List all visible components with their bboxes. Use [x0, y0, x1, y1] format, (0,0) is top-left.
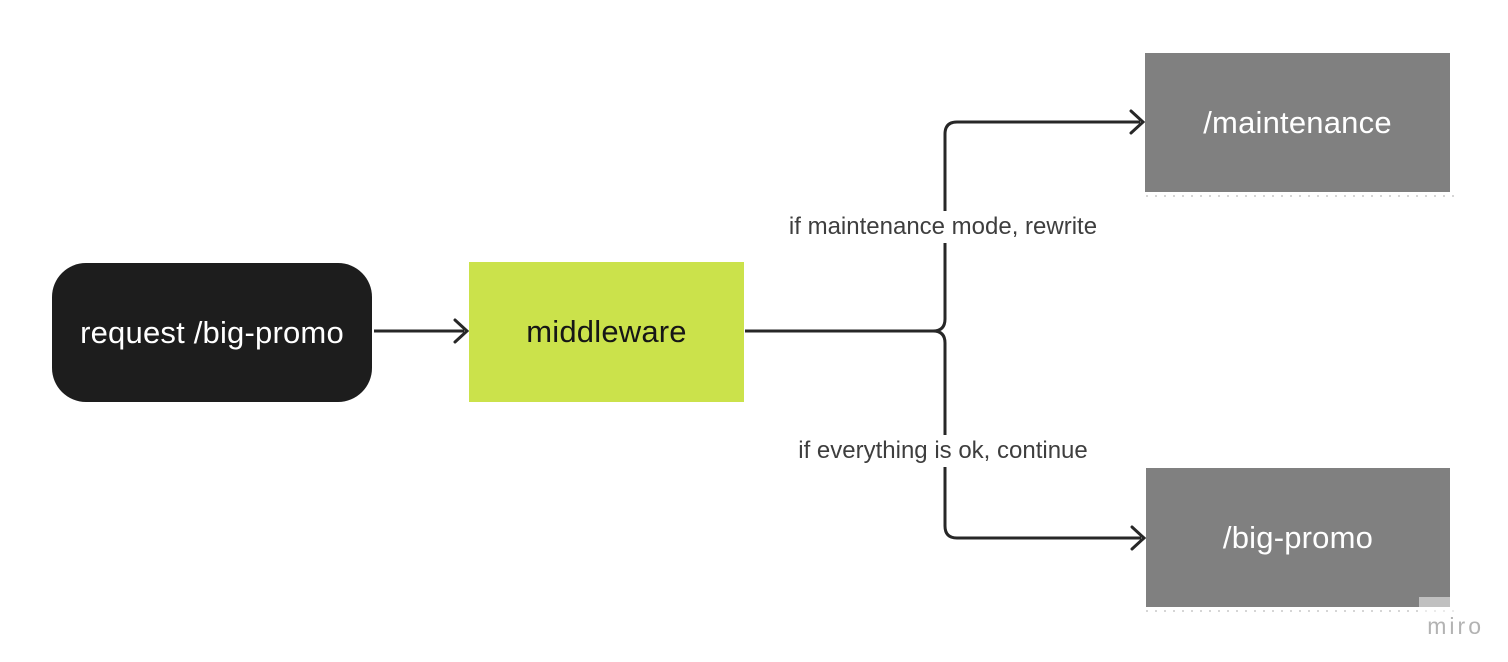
node-middleware-label: middleware — [526, 314, 687, 349]
edge-middleware-to-bigpromo — [745, 329, 1141, 540]
arrowhead-middleware-icon — [453, 318, 470, 344]
node-maintenance-route: /maintenance — [1145, 53, 1450, 192]
node-big-promo-route: /big-promo — [1146, 468, 1450, 607]
edge-label-ok-continue: if everything is ok, continue — [789, 435, 1097, 467]
node-maintenance-label: /maintenance — [1203, 104, 1392, 140]
node-middleware: middleware — [469, 262, 744, 402]
node-big-promo-label: /big-promo — [1222, 519, 1374, 555]
node-request-big-promo: request /big-promo — [52, 263, 372, 402]
edge-label-maintenance-rewrite: if maintenance mode, rewrite — [779, 211, 1107, 243]
miro-watermark: miro — [1419, 597, 1492, 640]
arrowhead-maintenance-icon — [1129, 109, 1146, 135]
node-request-label: request /big-promo — [80, 314, 344, 350]
arrowhead-bigpromo-icon — [1130, 525, 1147, 551]
